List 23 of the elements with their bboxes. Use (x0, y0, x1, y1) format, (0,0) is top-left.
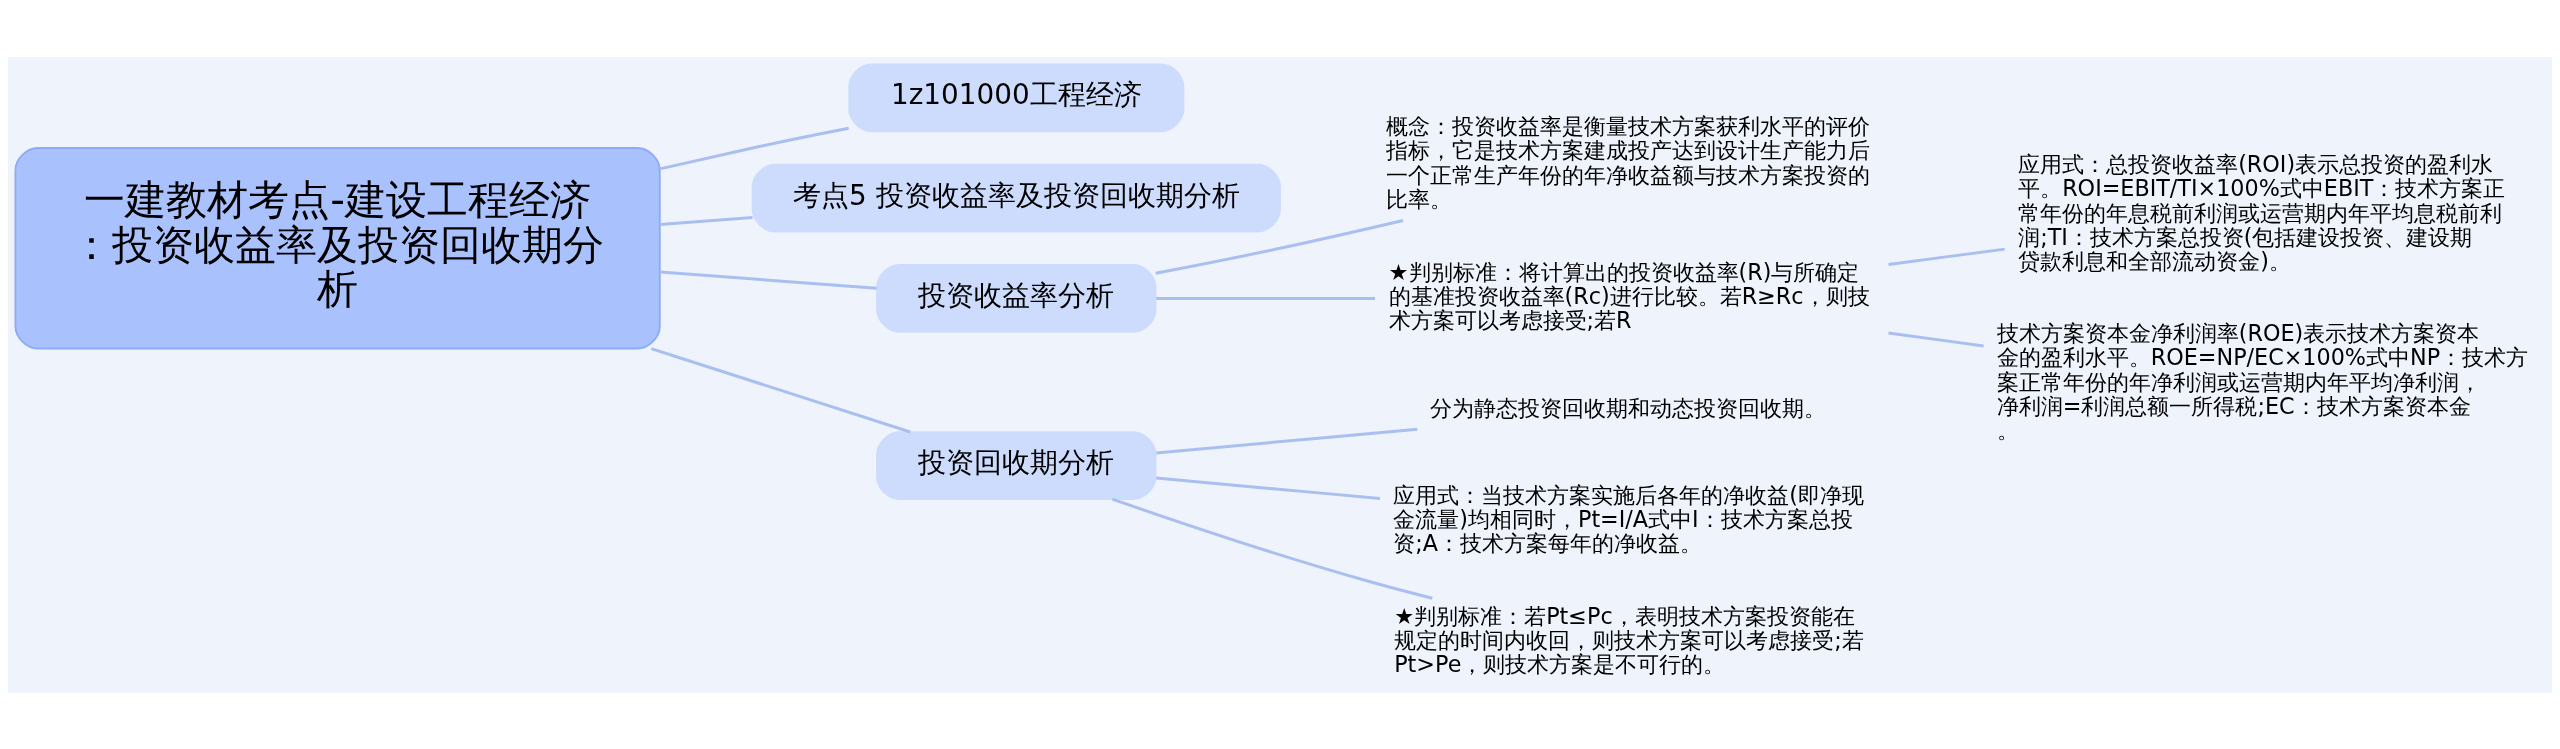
node-text: 应用式：总投资收益率(ROI)表示总投资的盈利水平。ROI=EBIT/TI×100%式中EBIT：技术方案正常年份的年息税前利润或运营期内年平均息税前利润;TI：技术方案总投资(包括建设投资、建设期贷款利息和全部流动资金)。 (2018, 150, 2506, 274)
node-text: 概念：投资收益率是衡量技术方案获利水平的评价指标，它是技术方案建成投产达到设计生产能力后一个正常生产年份的年净收益额与技术方案投资的比率。 (1385, 112, 1870, 212)
node-text: 应用式：当技术方案实施后各年的净收益(即净现金流量)均相同时，Pt=I/A式中I：技术方案总投资;A：技术方案每年的净收益。 (1393, 481, 1864, 556)
node-box: 考点5 投资收益率及投资回收期分析 (751, 163, 1281, 232)
connector (1156, 476, 1381, 500)
connector (1155, 218, 1404, 275)
node-box: 1z101000工程经济 (848, 63, 1185, 132)
node-text: ★判别标准：若Pt≤Pc，表明技术方案投资能在规定的时间内收回，则技术方案可以考虑接受;若Pt>Pe，则技术方案是不可行的。 (1394, 602, 1864, 677)
connector (1888, 331, 1984, 347)
node-text: 技术方案资本金净利润率(ROE)表示技术方案资本金的盈利水平。ROE=NP/EC×100%式中NP：技术方案正常年份的年净利润或运营期内年平均净利润，净利润=利润总额一所得税;EC：技术方案资本金。 (1996, 319, 2529, 443)
connector (659, 126, 849, 170)
connector (1888, 247, 2005, 266)
connector (1156, 427, 1418, 454)
connector (660, 215, 753, 226)
connector (650, 346, 911, 433)
node-box: 一建教材考点-建设工程经济：投资收益率及投资回收期分析 (14, 146, 661, 349)
node-box: 投资回收期分析 (876, 430, 1157, 500)
connector (1156, 296, 1376, 300)
connector (1111, 497, 1433, 600)
node-text: ★判别标准：将计算出的投资收益率(R)与所确定的基准投资收益率(Rc)进行比较。若R≥Rc，则技术方案可以考虑接受;若R (1388, 258, 1870, 333)
connector (660, 270, 877, 290)
node-box: 投资收益率分析 (876, 263, 1157, 333)
node-text: 分为静态投资回收期和动态投资回收期。 (1430, 394, 1827, 421)
